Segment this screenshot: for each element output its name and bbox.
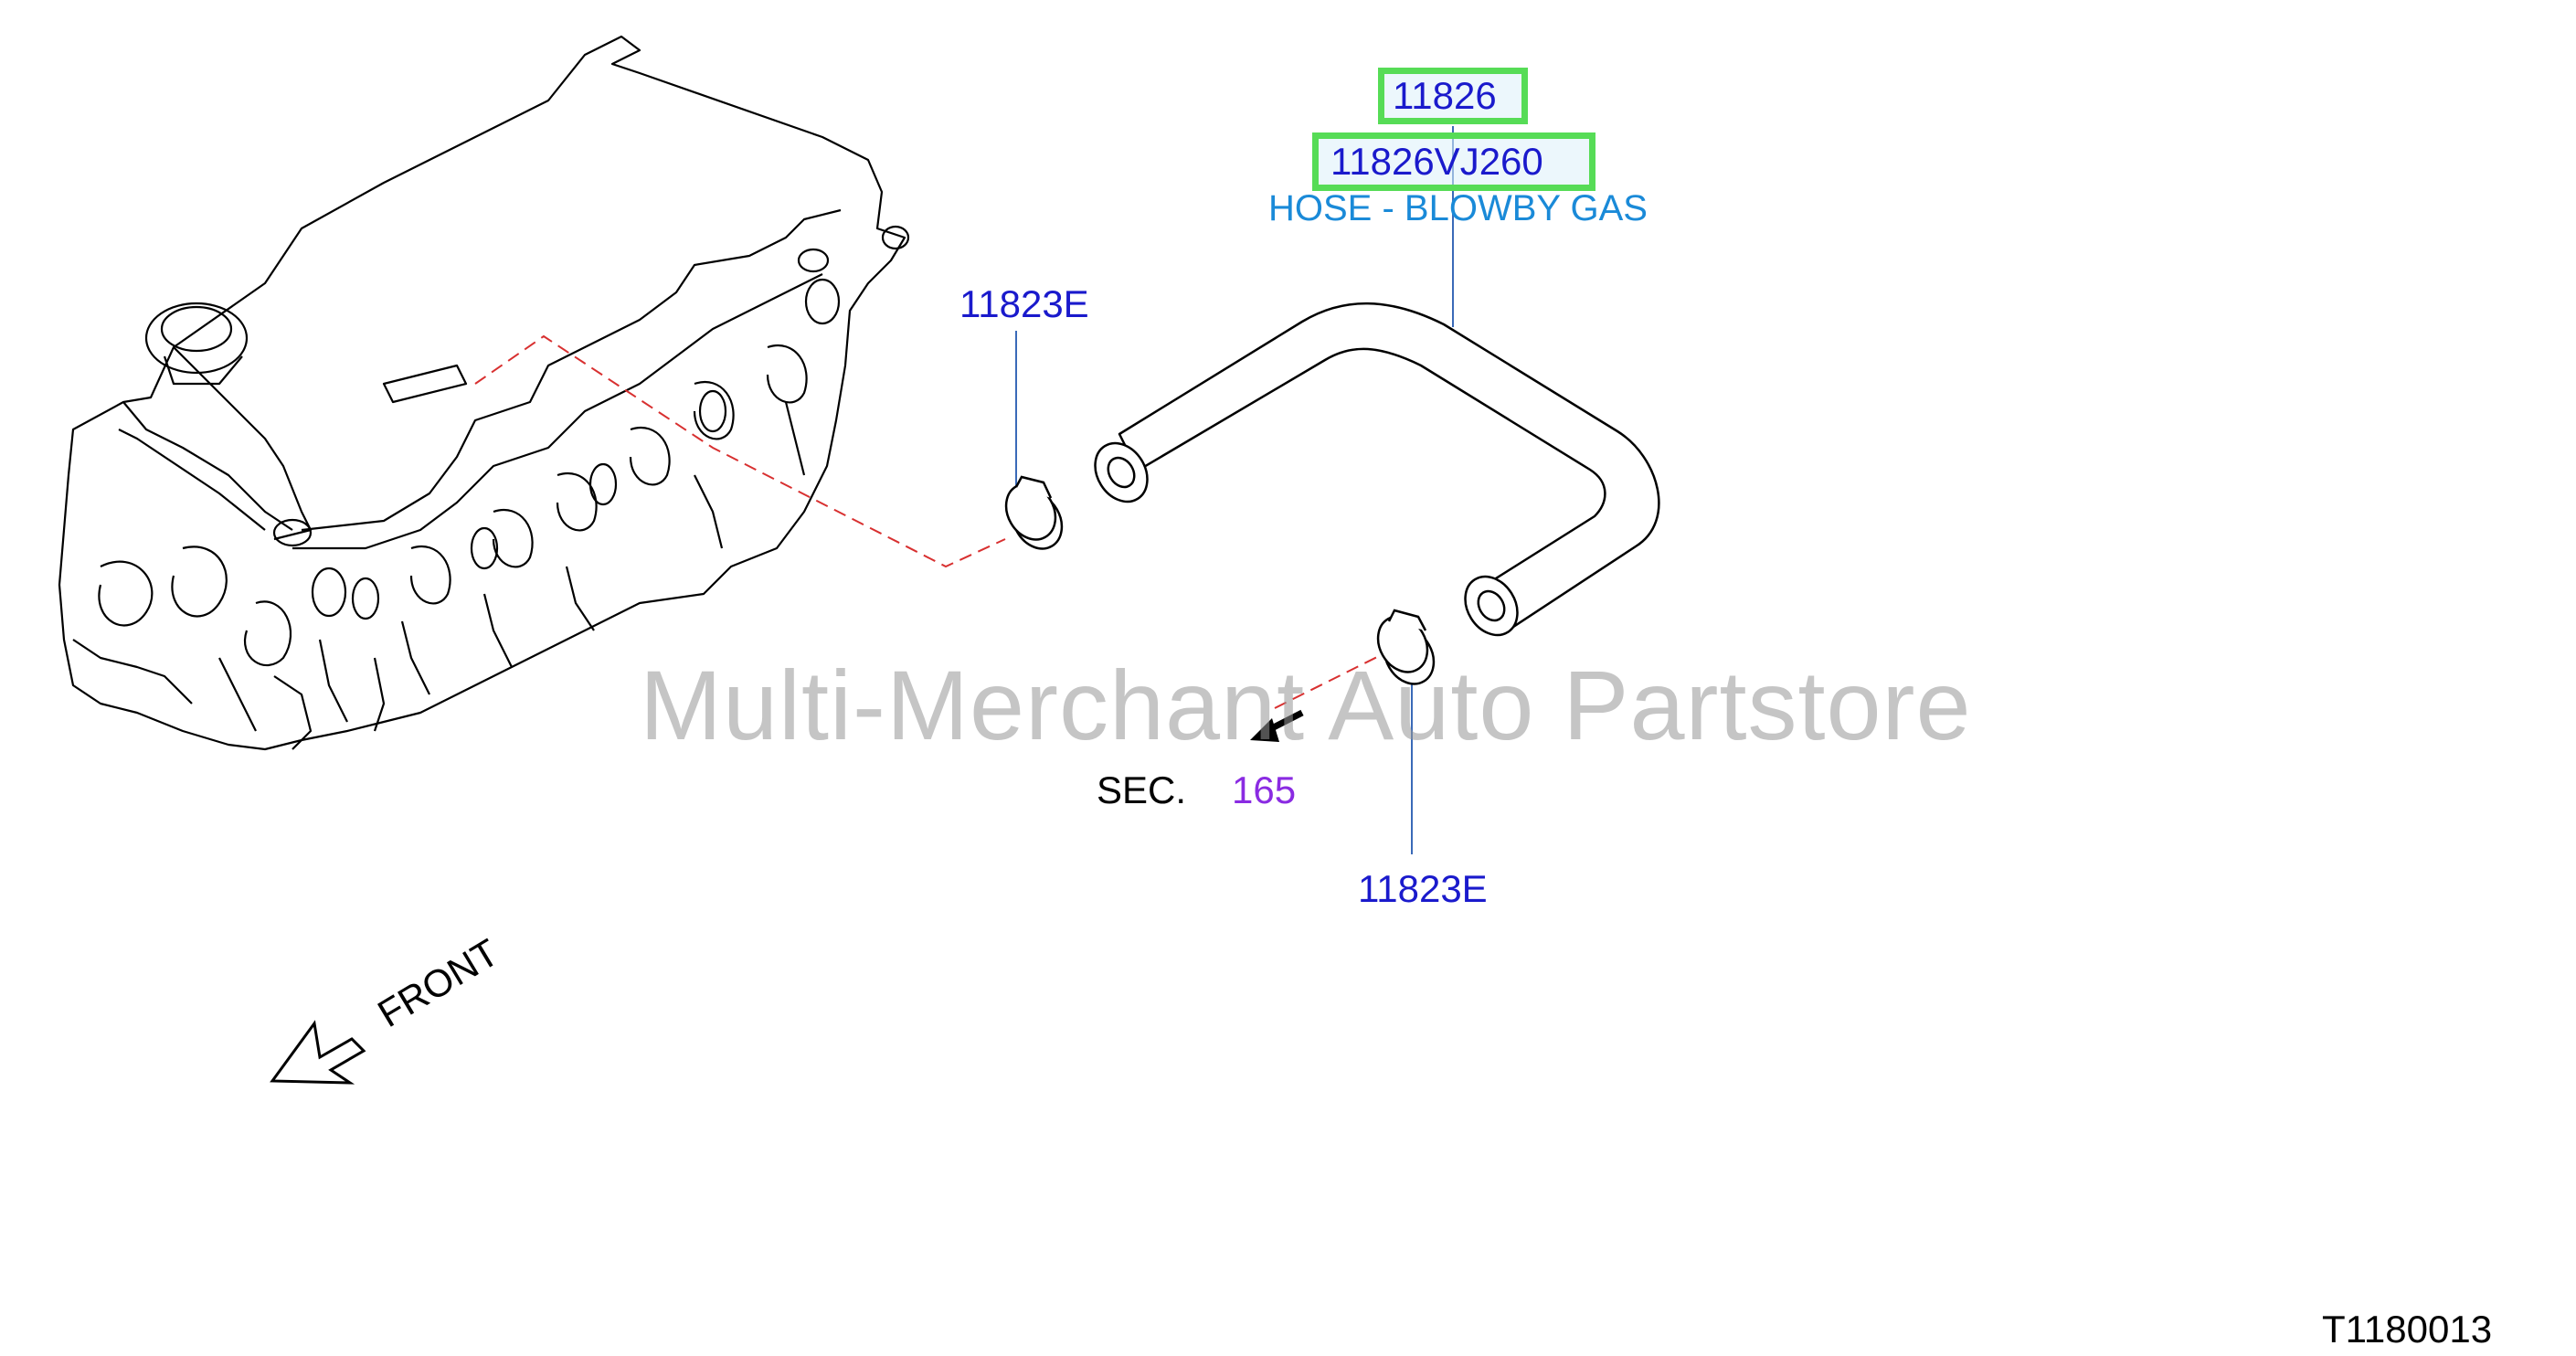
front-arrow-icon [270,1020,366,1085]
section-prefix-label: SEC. [1097,768,1187,811]
clamp-upper-callout[interactable]: 11823E [959,282,1089,325]
clamp-lower-callout[interactable]: 11823E [1358,867,1488,910]
dashed-connection-lines [474,334,1404,709]
part-full-number-highlight [1312,132,1595,191]
hose-clamp-upper [1004,475,1064,550]
hose-clamp-lower [1376,609,1436,685]
section-number-link[interactable]: 165 [1232,768,1297,811]
part-number-highlight [1378,68,1528,124]
drawing-id: T1180013 [2322,1308,2493,1351]
part-description: HOSE - BLOWBY GAS [1268,188,1648,228]
watermark: Multi-Merchant Auto Partstore [640,650,1972,760]
cylinder-head-illustration [58,35,910,751]
part-full-number-callout[interactable]: 11826VJ260 [1330,140,1543,183]
part-number-callout[interactable]: 11826 [1393,74,1497,117]
blowby-gas-hose [1094,302,1660,637]
sec-direction-arrow [1250,709,1304,742]
